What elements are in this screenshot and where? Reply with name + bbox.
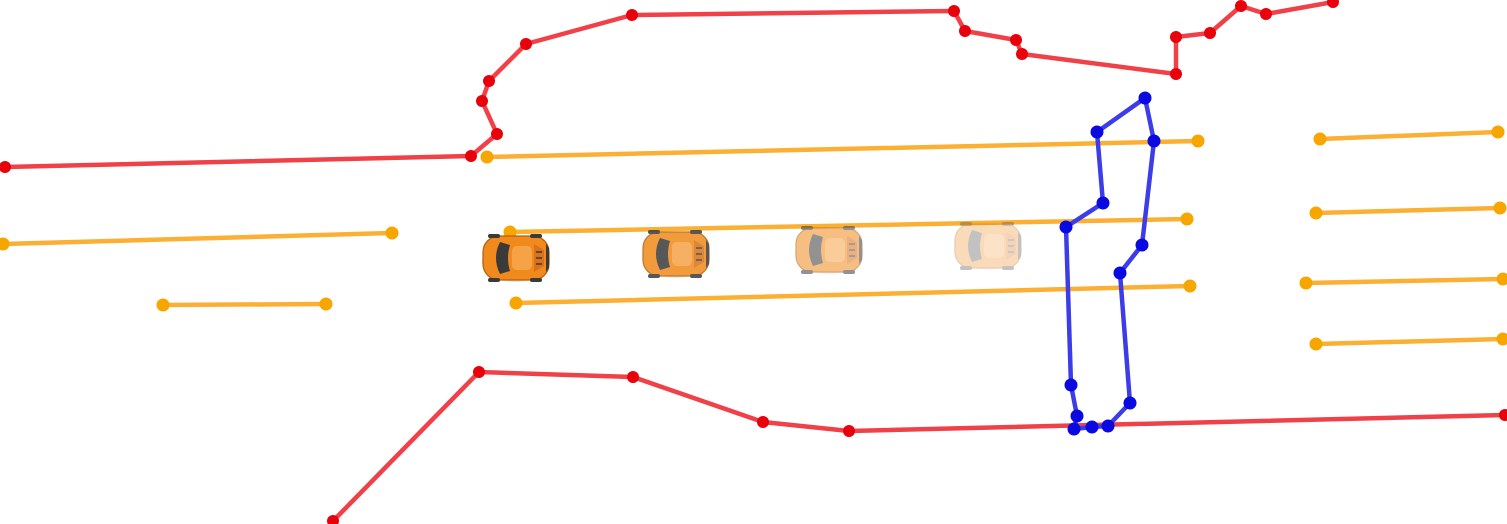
lane-divider-vertex xyxy=(1309,337,1323,351)
road-boundary-vertex xyxy=(1204,27,1216,39)
road-boundary-vertex xyxy=(959,25,971,37)
lane-divider-vertex xyxy=(1183,279,1197,293)
pedestrian-crossing-vertex xyxy=(1147,134,1161,148)
road-boundary-line xyxy=(330,369,1507,524)
lane-divider-line xyxy=(1313,205,1503,216)
road-boundary-vertex xyxy=(473,366,485,378)
pedestrian-crossing-vertex xyxy=(1067,422,1081,436)
lane-divider-vertex xyxy=(1496,332,1507,346)
road-boundary-vertex xyxy=(476,95,488,107)
road-boundary-vertex xyxy=(1170,68,1182,80)
pedestrian-crossing-vertex xyxy=(1101,419,1115,433)
road-boundary-vertex xyxy=(626,9,638,21)
road-boundary-vertex xyxy=(948,5,960,17)
road-boundary xyxy=(0,0,1339,173)
lane-divider xyxy=(0,226,399,251)
road-boundary-vertex xyxy=(1010,34,1022,46)
lane-divider-layer xyxy=(0,125,1507,351)
road-boundary-vertex xyxy=(483,75,495,87)
ego-vehicle-icon xyxy=(482,234,550,282)
lane-divider-vertex xyxy=(385,226,399,240)
lane-divider-line xyxy=(484,138,1201,160)
lane-divider-vertex xyxy=(480,150,494,164)
road-boundary-vertex xyxy=(327,515,339,524)
road-boundary-vertex xyxy=(491,128,503,140)
lane-divider xyxy=(1309,332,1507,351)
lane-divider xyxy=(1313,125,1505,146)
lane-divider-vertex xyxy=(1491,125,1505,139)
lane-divider-line xyxy=(1317,129,1501,142)
lane-divider-vertex xyxy=(503,225,517,239)
road-boundary-vertex xyxy=(843,425,855,437)
road-boundary-vertex xyxy=(1260,8,1272,20)
crosswalk-layer xyxy=(1059,91,1161,436)
lane-divider-vertex xyxy=(1191,134,1205,148)
vehicle-trajectory-icon xyxy=(795,226,863,274)
road-boundary-vertex xyxy=(757,416,769,428)
lane-divider-vertex xyxy=(0,237,10,251)
road-boundary-vertex xyxy=(0,161,11,173)
pedestrian-crossing-vertex xyxy=(1096,196,1110,210)
lane-divider xyxy=(509,279,1197,310)
road-boundary-vertex xyxy=(1499,409,1507,421)
road-boundary-vertex xyxy=(1016,48,1028,60)
lane-divider-vertex xyxy=(156,298,170,312)
vehicle-trajectory-icon xyxy=(642,230,710,278)
pedestrian-crossing-vertex xyxy=(1135,238,1149,252)
road-boundary xyxy=(327,366,1507,524)
lane-divider-vertex xyxy=(509,296,523,310)
pedestrian-crossing xyxy=(1059,91,1161,436)
road-boundary-vertex xyxy=(465,150,477,162)
lane-divider-vertex xyxy=(1309,206,1323,220)
lane-divider-line xyxy=(0,230,395,247)
road-boundary-vertex xyxy=(1235,0,1247,12)
lane-divider-vertex xyxy=(319,297,333,311)
lane-divider-line xyxy=(160,301,329,308)
pedestrian-crossing-vertex xyxy=(1059,220,1073,234)
lane-divider-line xyxy=(1313,336,1506,347)
vehicle-trajectory-layer xyxy=(482,222,1022,282)
lane-divider-line xyxy=(513,283,1193,306)
lane-divider-line xyxy=(1303,276,1506,286)
lane-divider-vertex xyxy=(1299,276,1313,290)
road-boundary-vertex xyxy=(520,38,532,50)
pedestrian-crossing-vertex xyxy=(1070,409,1084,423)
pedestrian-crossing-vertex xyxy=(1138,91,1152,105)
lane-divider xyxy=(1309,201,1507,220)
lane-divider xyxy=(156,297,333,312)
lane-divider-vertex xyxy=(1493,201,1507,215)
lane-divider-vertex xyxy=(1313,132,1327,146)
road-boundary-vertex xyxy=(627,371,639,383)
pedestrian-crossing-vertex xyxy=(1123,396,1137,410)
road-boundary-vertex xyxy=(1327,0,1339,8)
pedestrian-crossing-line xyxy=(1063,95,1157,432)
lane-divider-vertex xyxy=(1496,272,1507,286)
lane-divider xyxy=(1299,272,1507,290)
pedestrian-crossing-vertex xyxy=(1085,420,1099,434)
road-boundary-vertex xyxy=(1170,31,1182,43)
pedestrian-crossing-vertex xyxy=(1090,125,1104,139)
pedestrian-crossing-vertex xyxy=(1113,266,1127,280)
lane-divider xyxy=(480,134,1205,164)
vehicle-trajectory-icon xyxy=(954,222,1022,270)
lane-divider-vertex xyxy=(1180,212,1194,226)
pedestrian-crossing-vertex xyxy=(1064,378,1078,392)
